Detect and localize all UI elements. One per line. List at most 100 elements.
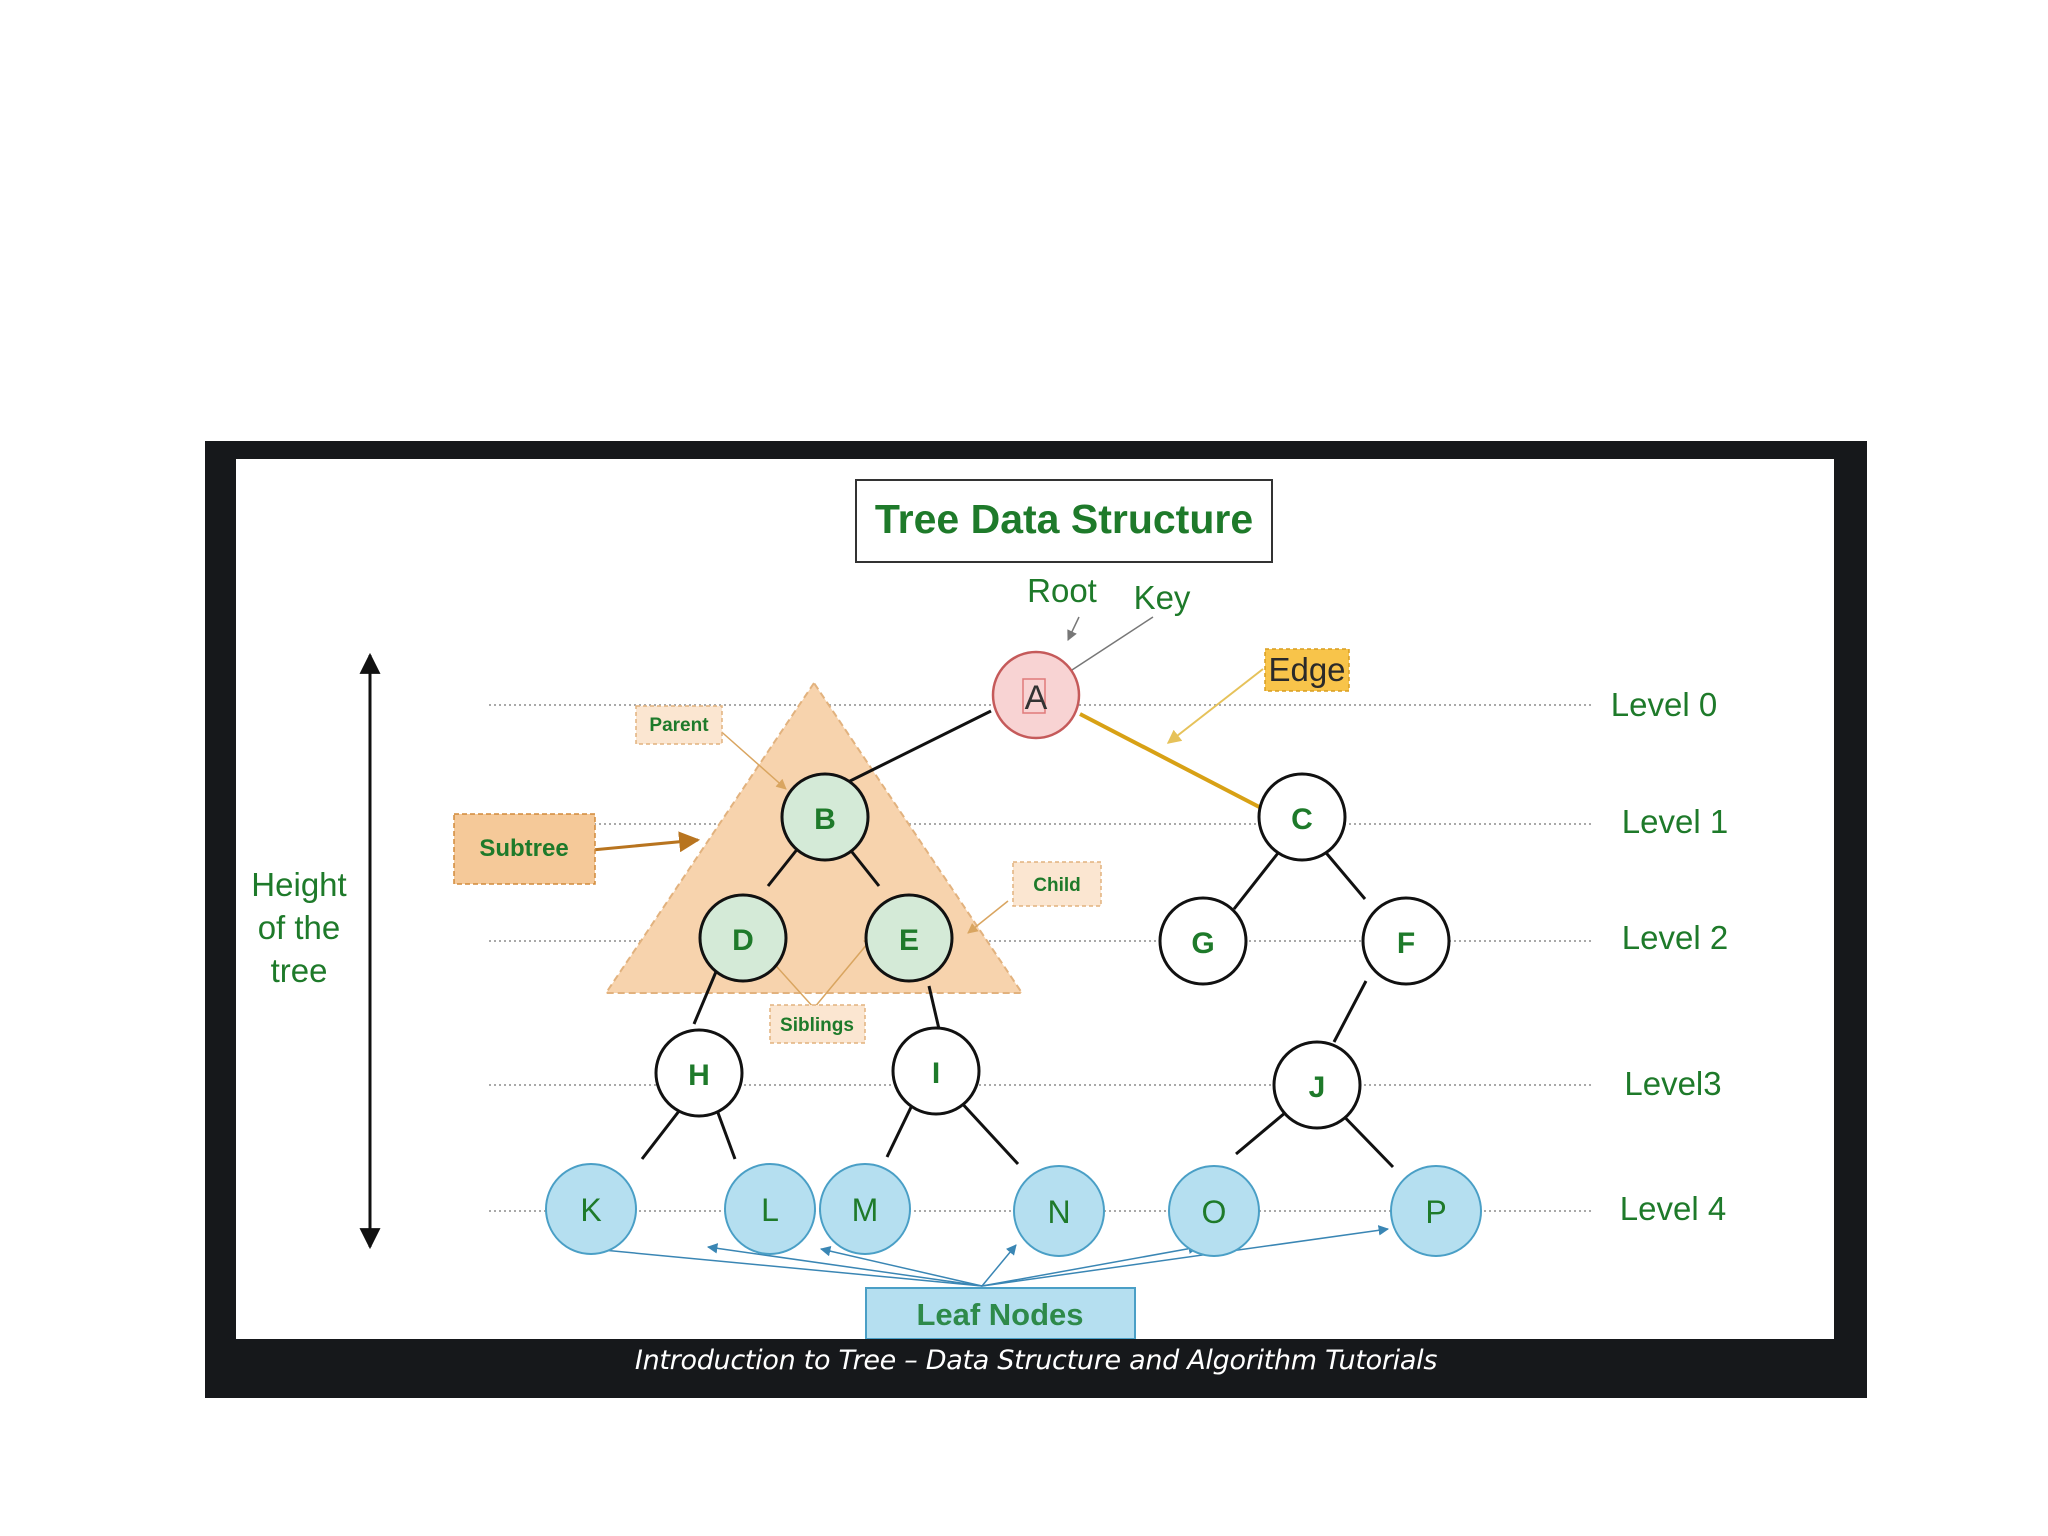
- node-o-circle: [1168, 1165, 1260, 1257]
- node-e-label: E: [899, 924, 919, 957]
- node-l: L: [724, 1163, 816, 1255]
- node-n-circle: [1013, 1165, 1105, 1257]
- node-g-label: G: [1191, 927, 1214, 960]
- annotation-arrows: [591, 616, 1264, 1009]
- node-n-label: N: [1047, 1194, 1070, 1230]
- siblings-label: Siblings: [780, 1015, 854, 1036]
- node-p-circle: [1390, 1165, 1482, 1257]
- leaf-arrow-k: [569, 1242, 983, 1287]
- node-e-circle: [864, 893, 954, 983]
- figure-frame: Tree Data Structure Root Key Edge Parent…: [205, 441, 1867, 1398]
- node-m-circle: [819, 1163, 911, 1255]
- node-a-label: A: [1025, 679, 1048, 717]
- level-4-label: Level 4: [1620, 1190, 1726, 1227]
- node-k-label: K: [580, 1192, 601, 1228]
- edge-i-m: [885, 1098, 917, 1158]
- node-m-label: M: [852, 1192, 879, 1228]
- node-g-circle: [1158, 896, 1248, 986]
- node-l-circle: [724, 1163, 816, 1255]
- parent-arrow: [715, 726, 787, 790]
- node-i-circle: [891, 1026, 981, 1116]
- edge-label-box: [1264, 648, 1350, 692]
- node-c-label: C: [1291, 803, 1313, 836]
- node-e: E: [864, 893, 954, 983]
- key-highlight-box: [1022, 678, 1046, 714]
- edge-c-f: [1320, 847, 1367, 900]
- level-3-label: Level3: [1624, 1065, 1721, 1102]
- height-label-line-2: of the: [258, 909, 341, 946]
- diagram-panel: Tree Data Structure Root Key Edge Parent…: [236, 459, 1834, 1339]
- leaf-nodes-label: Leaf Nodes: [916, 1297, 1083, 1332]
- edge-a-c-highlight: [1079, 712, 1268, 813]
- height-label-line-3: tree: [271, 952, 328, 989]
- tree-edges: [640, 709, 1395, 1169]
- title-box: [855, 479, 1273, 563]
- height-label: Height of the tree: [251, 866, 346, 989]
- leaf-nodes-label-box: [865, 1287, 1136, 1339]
- level-labels: Level 0 Level 1 Level 2 Level3 Level 4: [1611, 686, 1728, 1227]
- node-b-label: B: [814, 803, 836, 836]
- edge-arrow: [1166, 668, 1264, 744]
- node-g: G: [1158, 896, 1248, 986]
- child-arrow: [967, 900, 1009, 934]
- level-2-label: Level 2: [1622, 919, 1728, 956]
- leaf-arrows: [569, 1225, 1390, 1287]
- figure-caption: Introduction to Tree – Data Structure an…: [634, 1345, 1438, 1376]
- edge-d-h: [692, 966, 720, 1025]
- diagram-title: Tree Data Structure: [875, 496, 1253, 542]
- node-c: C: [1257, 772, 1347, 862]
- node-k-circle: [545, 1163, 637, 1255]
- node-j-label: J: [1309, 1071, 1326, 1104]
- parent-label: Parent: [649, 715, 709, 736]
- node-h-circle: [654, 1028, 744, 1118]
- node-o: O: [1168, 1165, 1260, 1257]
- node-i: I: [891, 1026, 981, 1116]
- node-d: D: [698, 893, 788, 983]
- node-a-circle: [991, 650, 1081, 740]
- node-n: N: [1013, 1165, 1105, 1257]
- subtree-label-box: [453, 813, 596, 885]
- node-l-label: L: [761, 1192, 779, 1228]
- root-arrow: [1067, 616, 1080, 641]
- leaf-arrow-m: [819, 1245, 983, 1287]
- leaf-arrow-n: [981, 1244, 1017, 1287]
- node-d-label: D: [732, 924, 754, 957]
- tree-diagram: Tree Data Structure Root Key Edge Parent…: [251, 479, 1728, 1339]
- node-h-label: H: [688, 1059, 710, 1092]
- root-label: Root: [1027, 572, 1097, 609]
- edge-c-g: [1232, 847, 1284, 910]
- node-k: K: [545, 1163, 637, 1255]
- leaf-arrow-l: [706, 1243, 983, 1287]
- edge-b-d: [766, 846, 801, 887]
- subtree-label: Subtree: [479, 835, 568, 862]
- edge-f-j: [1332, 980, 1368, 1043]
- child-label: Child: [1033, 875, 1081, 896]
- edge-label: Edge: [1268, 651, 1345, 688]
- node-b-circle: [780, 772, 870, 862]
- level-0-label: Level 0: [1611, 686, 1717, 723]
- edge-a-b: [841, 709, 992, 787]
- node-d-circle: [698, 893, 788, 983]
- siblings-arrow-right: [813, 936, 874, 1009]
- edge-b-e: [846, 846, 881, 887]
- node-b: B: [780, 772, 870, 862]
- node-j-circle: [1272, 1040, 1362, 1130]
- node-p-label: P: [1425, 1194, 1446, 1230]
- edge-e-i: [927, 985, 941, 1030]
- node-h: H: [654, 1028, 744, 1118]
- node-i-label: I: [932, 1057, 940, 1090]
- siblings-label-box: [769, 1004, 866, 1044]
- node-o-label: O: [1202, 1194, 1227, 1230]
- edge-i-n: [956, 1097, 1020, 1166]
- node-f: F: [1361, 896, 1451, 986]
- height-label-line-1: Height: [251, 866, 346, 903]
- node-m: M: [819, 1163, 911, 1255]
- node-j: J: [1272, 1040, 1362, 1130]
- node-f-circle: [1361, 896, 1451, 986]
- subtree-arrow: [591, 831, 701, 853]
- node-c-circle: [1257, 772, 1347, 862]
- leaf-arrow-o: [981, 1243, 1200, 1287]
- node-a: A: [991, 650, 1081, 740]
- level-1-label: Level 1: [1622, 803, 1728, 840]
- node-f-label: F: [1397, 927, 1415, 960]
